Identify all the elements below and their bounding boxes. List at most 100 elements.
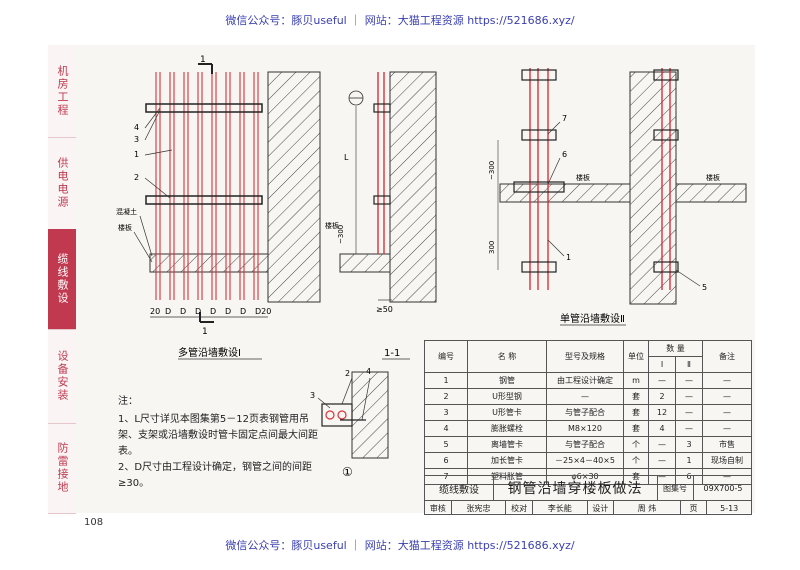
callout-4-b: 4 <box>366 367 371 376</box>
section-sidebar: 机房工程 供电电源 缆线敷设 设备安装 防雷接地 <box>48 45 76 514</box>
section-1-1-view: 1-1 3 2 4 ① <box>310 348 410 479</box>
tb-sign-row: 审核 张宪忠 校对 李长能 设计 周 炜 页 5-13 <box>425 500 751 515</box>
table-cell-name: 膨胀螺栓 <box>467 420 547 437</box>
table-cell-unit: 套 <box>623 388 649 405</box>
table-cell-q1: 12 <box>648 404 676 421</box>
dim-d-label: D <box>180 307 186 316</box>
callout-4: 4 <box>134 123 139 132</box>
watermark-bottom: 微信公众号：豚贝useful ｜ 网站：大猫工程资源 https://52168… <box>225 539 575 552</box>
table-cell-spec: — <box>546 388 624 405</box>
tb-checker: 李长能 <box>533 501 588 515</box>
section-cut-mark-bottom: 1 <box>202 327 208 337</box>
table-cell-q1: — <box>648 452 676 469</box>
floor-slab-right <box>675 183 747 203</box>
side-elevation-view: L ~300 楼板 ≥50 <box>325 71 437 314</box>
dim-d-label: 20 <box>150 307 160 316</box>
label-floor-d: 楼板 <box>706 173 720 182</box>
table-cell-no: 5 <box>424 436 468 453</box>
table-cell-q2: — <box>675 420 703 437</box>
wall-hatch-right <box>629 71 677 305</box>
table-cell-q1: — <box>648 372 676 389</box>
wall-hatch <box>267 71 321 303</box>
tb-design-label: 设计 <box>588 501 615 515</box>
label-floor-c: 楼板 <box>576 173 590 182</box>
multi-pipe-title: 多管沿墙敷设Ⅰ <box>178 346 241 359</box>
table-cell-remark: 市售 <box>702 436 752 453</box>
floor-slab-side <box>339 253 391 273</box>
table-cell-no: 1 <box>424 372 468 389</box>
single-pipe-title: 单管沿墙敷设Ⅱ <box>560 312 625 325</box>
dim-50-label: ≥50 <box>376 305 393 314</box>
table-cell-remark: — <box>702 404 752 421</box>
dim-300-c: 300 <box>488 241 496 254</box>
table-cell-remark: — <box>702 372 752 389</box>
th-no: 编号 <box>424 340 468 373</box>
table-cell-name: U形型钢 <box>467 388 547 405</box>
table-cell-unit: 个 <box>623 436 649 453</box>
sidebar-section-cable-laying[interactable]: 缆线敷设 <box>48 229 76 330</box>
dim-d-label: D <box>240 307 246 316</box>
table-cell-spec: 与管子配合 <box>546 404 624 421</box>
callout-3-b: 3 <box>310 391 315 400</box>
table-cell-unit: 个 <box>623 452 649 469</box>
table-cell-no: 3 <box>424 404 468 421</box>
title-block: 缆线敷设 钢管沿墙穿楼板做法 图集号 09X700-5 审核 张宪忠 校对 李长… <box>424 475 752 515</box>
dim-300-b: ~300 <box>488 161 496 180</box>
tb-reviewer: 张宪忠 <box>452 501 507 515</box>
sidebar-section-lightning-grounding[interactable]: 防雷接地 <box>48 423 76 514</box>
table-cell-spec: M8×120 <box>546 420 624 437</box>
notes-heading: 注： <box>118 396 138 407</box>
table-cell-remark: — <box>702 420 752 437</box>
tb-page: 5-13 <box>720 503 739 513</box>
label-concrete: 混凝土 <box>116 207 137 216</box>
note-item: 1、L尺寸详见本图集第5－12页表钢管用吊架、支架或沿墙敷设时管卡固定点间最大间… <box>118 414 318 457</box>
page-number: 108 <box>84 517 104 528</box>
callout-7: 7 <box>562 114 567 123</box>
tb-review-label: 审核 <box>425 501 452 515</box>
callout-1: 1 <box>134 150 139 159</box>
tb-page-label: 页 <box>681 501 708 515</box>
table-cell-name: 加长管卡 <box>467 452 547 469</box>
callout-1-b: 1 <box>566 253 571 262</box>
callout-2: 2 <box>134 173 139 182</box>
callout-6: 6 <box>562 150 567 159</box>
tb-atlas-label: 图集号 <box>657 476 694 500</box>
wall-hatch-side <box>389 71 437 303</box>
dim-d-label: D20 <box>255 307 271 316</box>
table-cell-name: 离墙管卡 <box>467 436 547 453</box>
th-name: 名 称 <box>467 340 547 373</box>
u-channel-bottom <box>145 195 263 205</box>
table-cell-q2: 6 <box>675 468 703 485</box>
table-cell-no: 4 <box>424 420 468 437</box>
th-unit: 单位 <box>623 340 649 373</box>
table-cell-q2: — <box>675 372 703 389</box>
table-cell-no: 2 <box>424 388 468 405</box>
table-cell-unit: 套 <box>623 420 649 437</box>
tb-title: 钢管沿墙穿楼板做法 <box>493 476 658 500</box>
table-cell-q2: 1 <box>675 452 703 469</box>
label-floor-a: 楼板 <box>118 223 132 232</box>
table-cell-name: 钢管 <box>467 372 547 389</box>
table-cell-q1: 2 <box>648 388 676 405</box>
section-title: 1-1 <box>384 348 400 359</box>
section-wall <box>351 371 389 459</box>
callout-2-b: 2 <box>345 369 350 378</box>
th-spec: 型号及规格 <box>546 340 624 373</box>
section-cut-mark-top: 1 <box>200 55 206 65</box>
floor-slab-mid <box>499 183 631 203</box>
tb-category: 缆线敷设 <box>425 476 494 500</box>
tb-atlas-number: 09X700-5 <box>703 483 743 493</box>
table-cell-q2: — <box>675 404 703 421</box>
sidebar-section-equipment-install[interactable]: 设备安装 <box>48 329 76 424</box>
table-cell-name: U形管卡 <box>467 404 547 421</box>
dim-l-label: L <box>344 153 349 162</box>
note-item: 2、D尺寸由工程设计确定，钢管之间的间距≥30。 <box>118 462 313 489</box>
dim-d-label: D <box>195 307 201 316</box>
sidebar-section-machine-room[interactable]: 机房工程 <box>48 45 76 138</box>
